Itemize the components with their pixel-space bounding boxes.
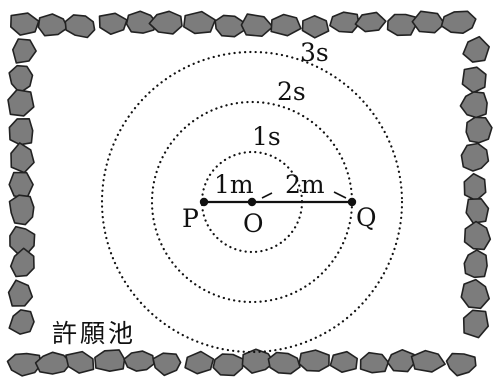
rock-stone (463, 172, 487, 202)
rock-stone (64, 14, 96, 39)
rock-stone (8, 64, 34, 94)
rock-stone (12, 38, 37, 64)
rock-stone (8, 194, 35, 226)
rock-stone (462, 309, 490, 339)
point-label-P: P (182, 204, 199, 233)
point-O-dot (247, 197, 257, 207)
rock-stone (459, 91, 488, 119)
rock-stone (7, 279, 34, 307)
rock-stone (354, 11, 387, 33)
ring-label-3s: 3s (300, 38, 329, 67)
pond-name: 許願池 (52, 319, 136, 348)
rock-stone (94, 349, 126, 373)
tick-1m (261, 192, 273, 199)
rock-stone (270, 13, 302, 37)
rock-stone (465, 116, 493, 144)
rock-stone (329, 350, 359, 374)
point-P-dot (199, 197, 209, 207)
rock-stone (410, 349, 446, 373)
rock-stone (152, 352, 182, 377)
rock-border (6, 10, 493, 377)
rock-stone (10, 142, 35, 174)
point-Q-dot (347, 197, 357, 207)
rock-stone (240, 13, 274, 38)
point-label-O: O (243, 209, 264, 238)
rock-stone (463, 249, 488, 279)
rock-stone (445, 352, 477, 377)
rock-stone (463, 220, 492, 251)
rock-stone (184, 350, 215, 375)
rock-stone (214, 14, 245, 38)
rock-stone (65, 350, 95, 374)
rock-stone (359, 351, 390, 374)
rock-stone (411, 10, 446, 34)
ring-label-1s: 1s (252, 122, 281, 151)
rock-stone (37, 13, 69, 37)
rock-stone (8, 309, 35, 335)
rock-stone (462, 35, 491, 63)
rock-stone (148, 10, 183, 35)
rock-stone (461, 66, 487, 94)
ring-label-2s: 2s (277, 77, 306, 106)
rock-stone (386, 13, 419, 37)
distance-label-PO: 1m (214, 170, 254, 199)
rock-stone (8, 118, 34, 146)
rock-stone (9, 247, 35, 278)
rock-stone (298, 349, 330, 372)
rock-stone (6, 352, 42, 377)
rock-stone (386, 348, 415, 373)
rock-stone (440, 10, 477, 35)
point-label-Q: Q (356, 203, 377, 232)
rock-stone (460, 142, 490, 172)
rock-stone (34, 351, 72, 375)
rock-stone (460, 278, 491, 310)
rock-stone (301, 15, 330, 39)
rock-stone (183, 10, 216, 35)
rock-stone (329, 11, 360, 34)
rock-stone (8, 171, 34, 199)
rock-stone (212, 353, 245, 377)
tick-2m (333, 191, 347, 199)
rock-stone (7, 89, 35, 117)
rock-stone (10, 12, 40, 36)
distance-label-OQ: 2m (285, 170, 325, 199)
wavefront-3s (100, 50, 404, 354)
rock-stone (98, 12, 128, 36)
rock-stone (267, 351, 301, 375)
rock-stone (465, 198, 490, 224)
rock-stone (123, 350, 155, 372)
